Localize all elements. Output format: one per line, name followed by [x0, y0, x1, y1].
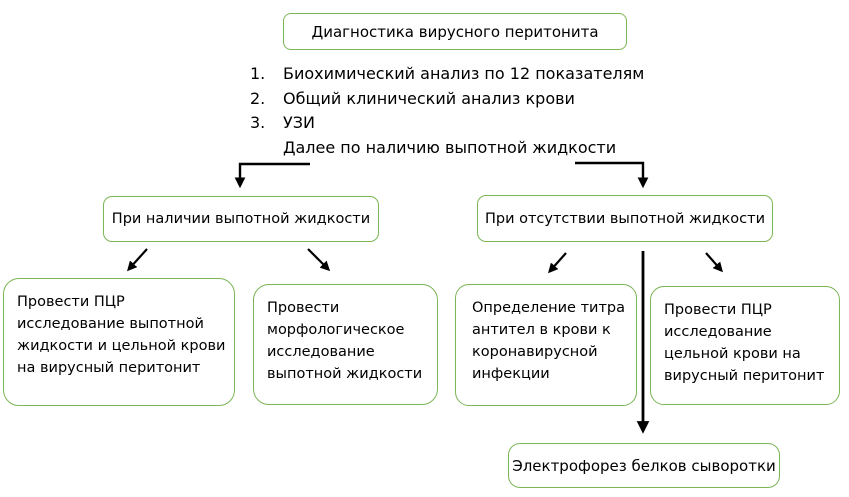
list-item: 1. Биохимический анализ по 12 показателя…	[250, 62, 644, 87]
arrow-left-branch-to-pcr-effusion	[127, 248, 148, 272]
list-continuation-label: Далее по наличию выпотной жидкости	[283, 137, 617, 157]
box-text-line: на вирусный перитонит	[17, 360, 201, 376]
elbow-arrow-to-right-branch	[575, 161, 649, 189]
arrow-left-branch-to-morphology	[307, 248, 331, 272]
outcome-box-antibody-titer: Определение титра антител в крови к коро…	[455, 284, 637, 406]
box-text-line: коронавирусной	[472, 344, 598, 360]
elbow-arrow-to-left-branch	[234, 162, 310, 189]
box-text-line: Определение титра	[472, 300, 625, 316]
arrow-right-branch-to-antibody-titer	[548, 252, 567, 274]
outcome-box-morphology: Провести морфологическое исследование вы…	[253, 284, 438, 405]
outcome-box-electrophoresis: Электрофорез белков сыворотки	[508, 443, 780, 488]
list-item-label: Общий клинический анализ крови	[283, 88, 575, 108]
outcome-box-pcr-whole-blood: Провести ПЦР исследование цельной крови …	[650, 286, 840, 405]
branch-box-effusion-absent: При отсутствии выпотной жидкости	[477, 195, 773, 242]
list-item-number: 2.	[250, 88, 266, 108]
branch-label: При наличии выпотной жидкости	[111, 211, 371, 227]
list-item-label: Биохимический анализ по 12 показателям	[283, 64, 645, 83]
list-item: 2. Общий клинический анализ крови	[250, 87, 644, 112]
branch-box-effusion-present: При наличии выпотной жидкости	[103, 196, 379, 242]
box-text-line: морфологическое	[267, 322, 405, 338]
outcome-label: Электрофорез белков сыворотки	[512, 456, 776, 475]
box-text-line: Провести	[267, 300, 340, 316]
box-text-line: выпотной жидкости	[267, 366, 423, 382]
box-text-line: инфекции	[472, 366, 550, 382]
box-text-line: исследование	[267, 344, 375, 360]
list-continuation: Далее по наличию выпотной жидкости	[283, 136, 644, 161]
list-item-number: 1.	[250, 64, 266, 83]
arrow-right-branch-to-pcr-whole-blood	[705, 252, 723, 273]
list-item-number: 3.	[250, 113, 266, 132]
box-text-line: исследование	[664, 324, 772, 340]
box-text-line: Провести ПЦР	[664, 302, 772, 318]
list-item-label: УЗИ	[283, 113, 315, 132]
outcome-box-pcr-effusion: Провести ПЦР исследование выпотной жидко…	[3, 278, 235, 406]
title-label: Диагностика вирусного перитонита	[311, 22, 599, 41]
list-item: 3. УЗИ	[250, 111, 644, 136]
title-box: Диагностика вирусного перитонита	[283, 13, 627, 50]
box-text-line: жидкости и цельной крови	[17, 338, 226, 354]
box-text-line: исследование выпотной	[17, 316, 204, 332]
box-text-line: вирусный перитонит	[664, 368, 825, 384]
procedure-list: 1. Биохимический анализ по 12 показателя…	[250, 62, 644, 160]
box-text-line: Провести ПЦР	[17, 294, 125, 310]
box-text-line: антител в крови к	[472, 322, 611, 338]
branch-label: При отсутствии выпотной жидкости	[484, 210, 766, 227]
box-text-line: цельной крови на	[664, 346, 801, 362]
